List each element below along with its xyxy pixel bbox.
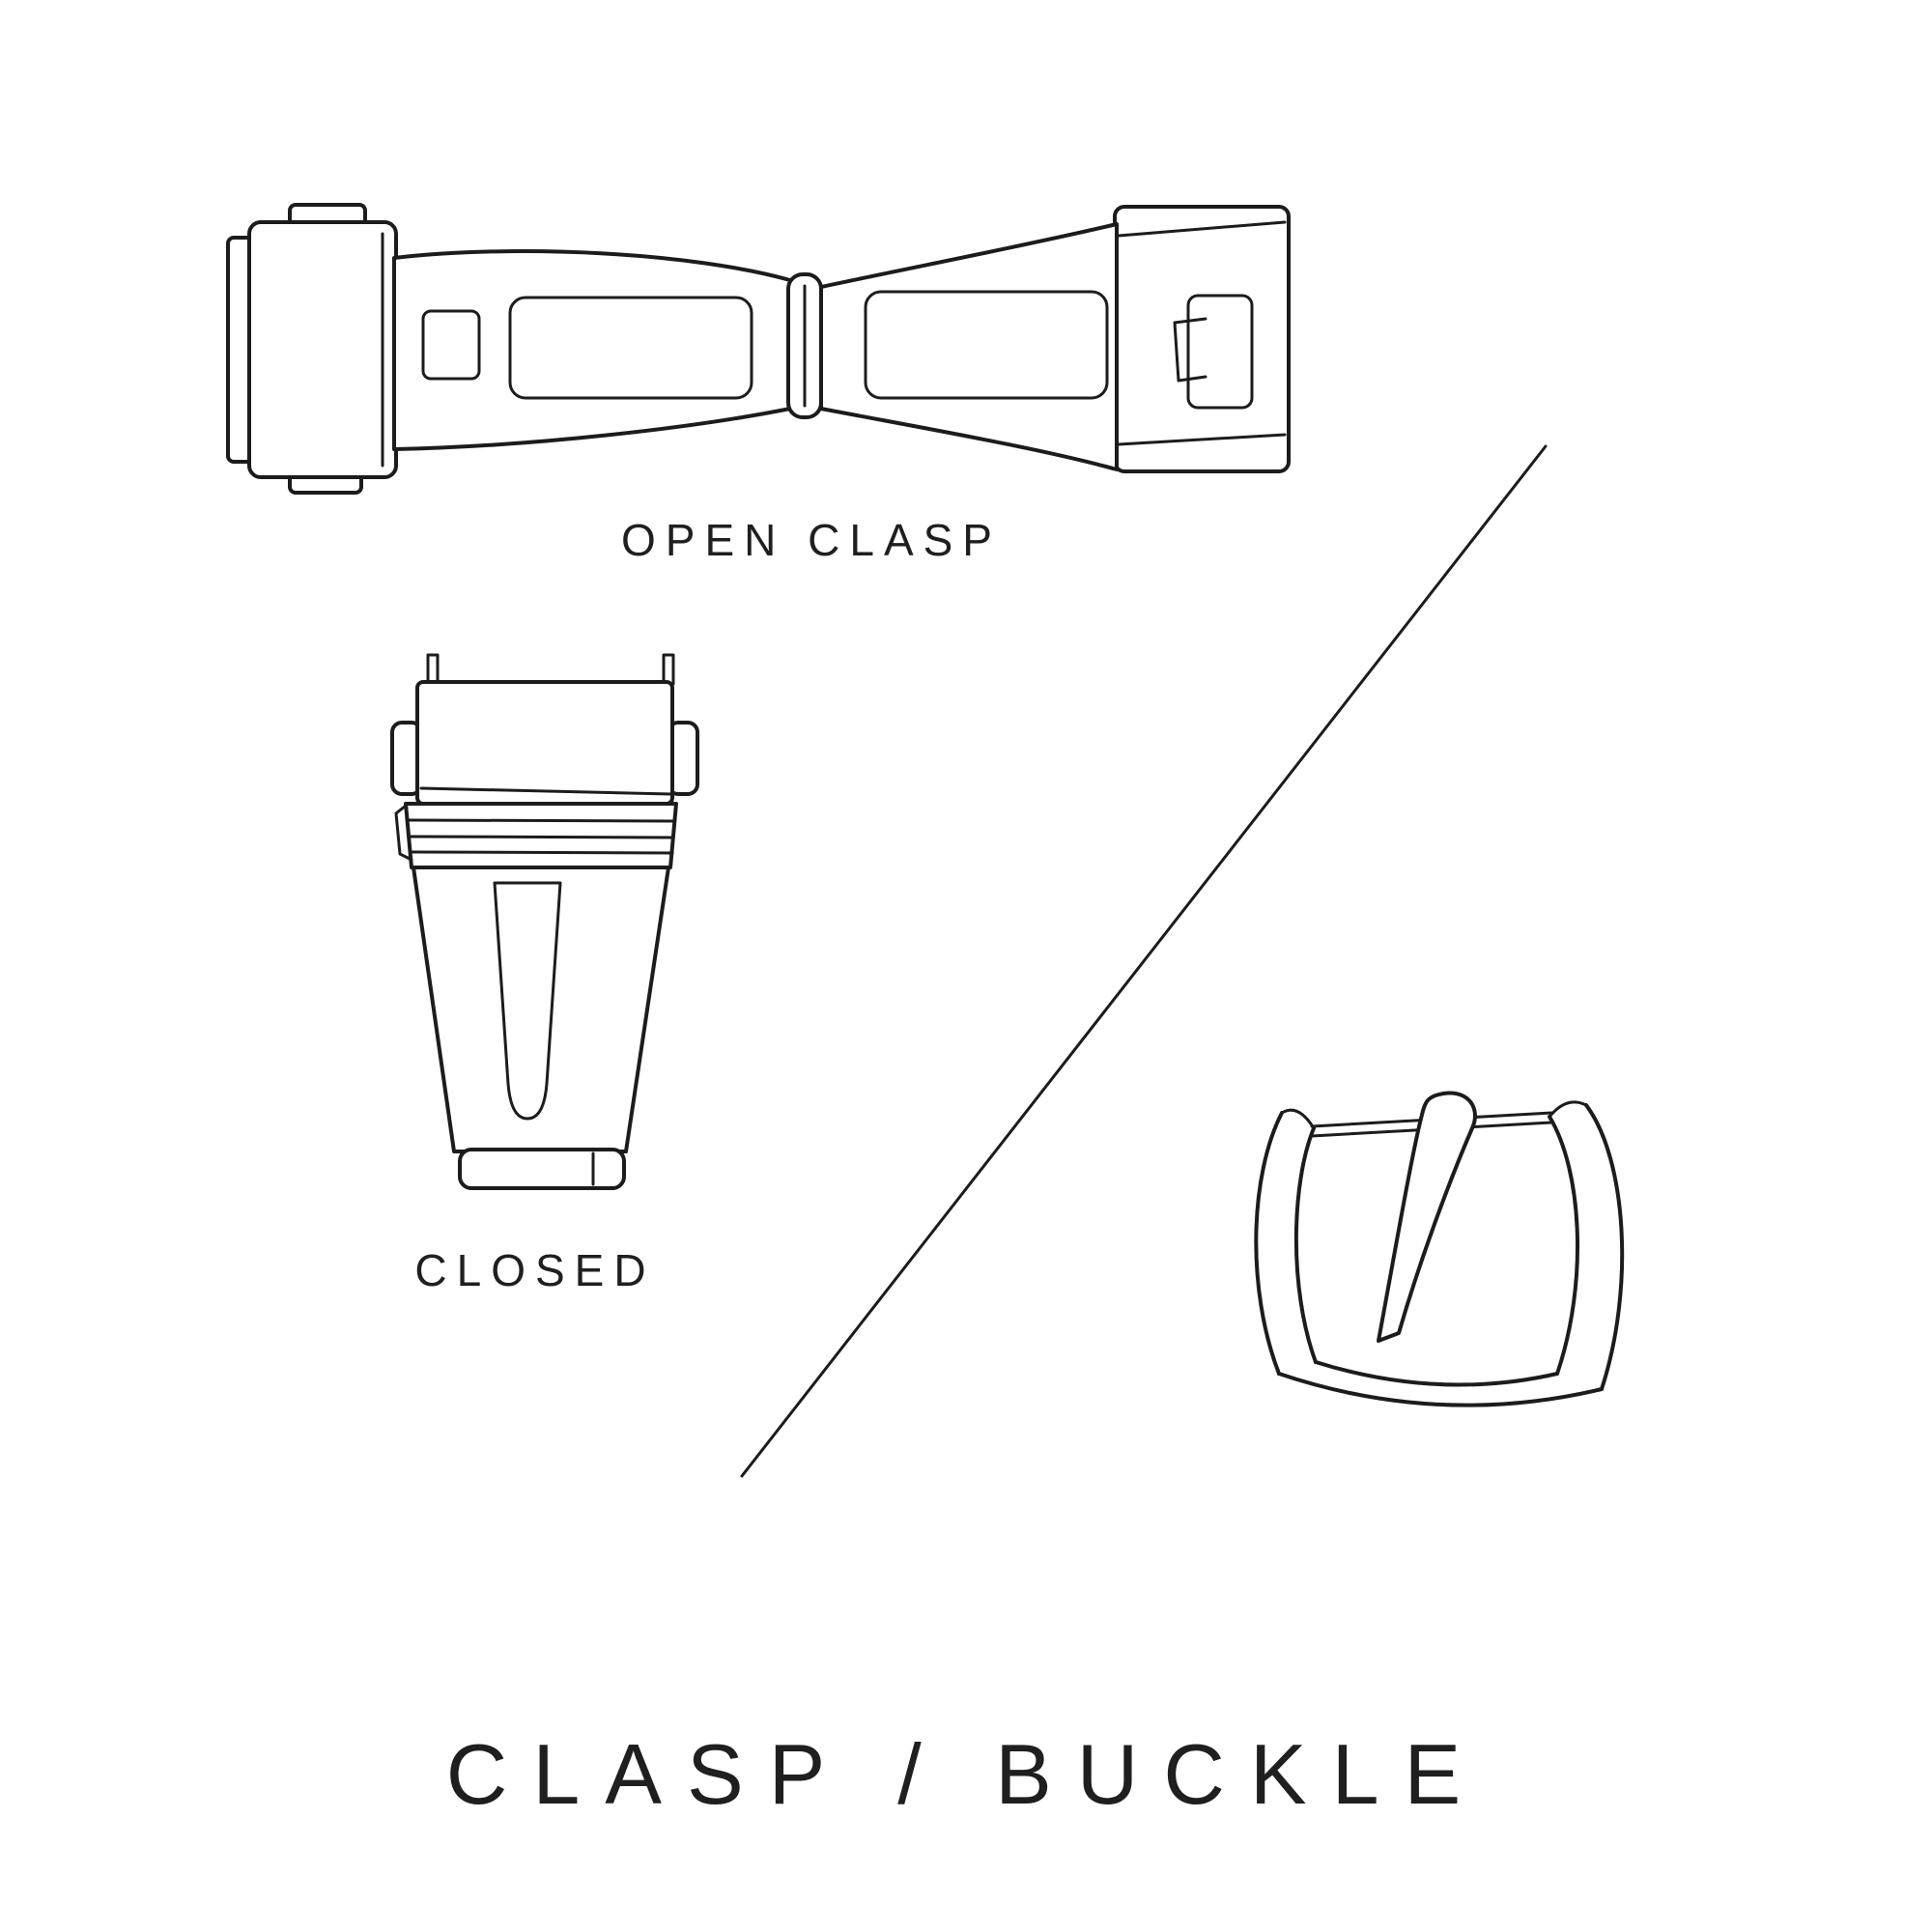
closed-clasp-top-cover bbox=[415, 680, 674, 806]
buckle-frame-bottom-inner bbox=[1314, 1360, 1559, 1387]
closed-clasp-right-prong bbox=[662, 653, 675, 686]
buckle-frame-right-outer bbox=[1584, 1103, 1625, 1391]
open-clasp-left-blade-panel bbox=[508, 296, 753, 400]
open-clasp-right-cutout bbox=[1186, 294, 1254, 410]
closed-clasp-band-wedge bbox=[394, 804, 413, 862]
buckle-tongue bbox=[1377, 1091, 1477, 1343]
closed-clasp-cover-fold bbox=[419, 786, 672, 796]
closed-clasp-band-line3 bbox=[409, 850, 674, 855]
closed-clasp-end-cap bbox=[458, 1148, 626, 1190]
open-clasp-right-hook bbox=[1173, 317, 1208, 383]
buckle-frame-left-outer bbox=[1254, 1111, 1284, 1376]
closed-clasp-illustration bbox=[390, 653, 699, 1190]
open-clasp-right-blade bbox=[819, 222, 1119, 471]
closed-clasp-left-prong bbox=[426, 653, 440, 686]
open-clasp-left-blade bbox=[392, 249, 792, 451]
closed-clasp-band-line2 bbox=[408, 835, 675, 839]
buckle-frame-left-inner bbox=[1293, 1126, 1318, 1364]
open-clasp-left-end-link bbox=[247, 220, 398, 479]
closed-clasp-body bbox=[412, 866, 670, 1153]
buckle-illustration bbox=[1254, 1091, 1625, 1407]
closed-clasp-slot bbox=[493, 881, 562, 1121]
diagram-title: CLASP / BUCKLE bbox=[445, 1726, 1487, 1822]
buckle-frame-bottom-outer bbox=[1277, 1372, 1604, 1407]
open-clasp-right-blade-panel bbox=[864, 290, 1109, 400]
open-clasp-right-top-edge bbox=[1117, 220, 1287, 238]
divider-line bbox=[740, 444, 1548, 1478]
open-clasp-left-blade-notch bbox=[421, 309, 481, 381]
buckle-frame-left-cap bbox=[1280, 1108, 1316, 1130]
open-clasp-label: OPEN CLASP bbox=[621, 515, 1002, 565]
buckle-frame-right-inner bbox=[1548, 1115, 1579, 1376]
open-clasp-illustration bbox=[226, 203, 1291, 495]
open-clasp-right-bottom-edge bbox=[1117, 433, 1287, 446]
buckle-frame-right-cap bbox=[1548, 1100, 1588, 1119]
open-clasp-right-end-link bbox=[1113, 205, 1291, 473]
closed-clasp-band-line1 bbox=[407, 818, 676, 823]
closed-clasp-label: CLOSED bbox=[414, 1245, 656, 1295]
